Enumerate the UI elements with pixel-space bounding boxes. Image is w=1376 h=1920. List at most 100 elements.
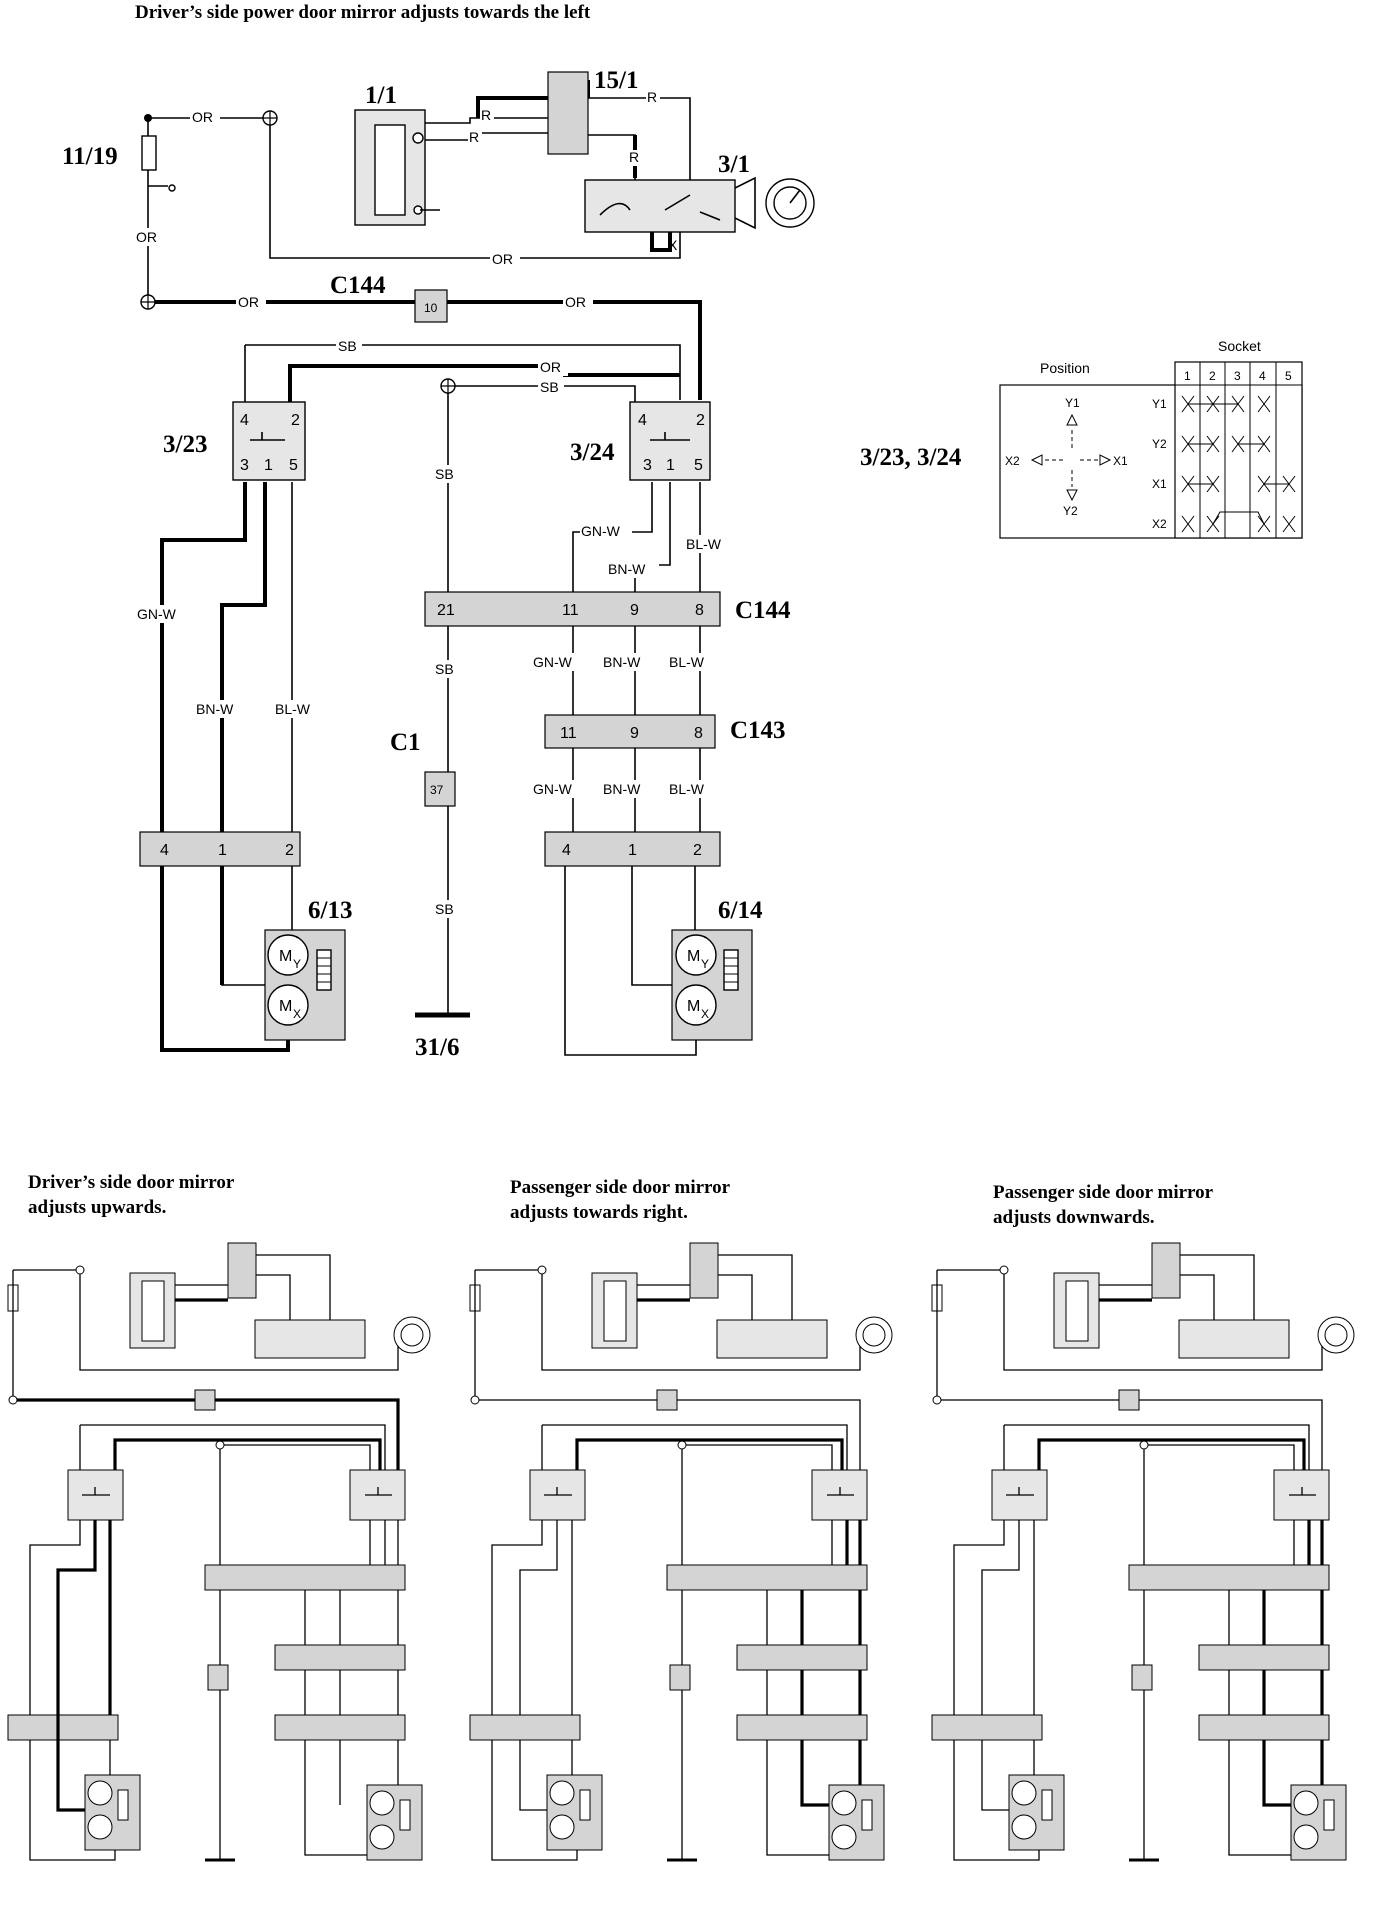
svg-text:21: 21: [437, 602, 455, 619]
svg-text:X: X: [701, 1007, 709, 1021]
thumbnail-diagram-1: [7, 1242, 431, 1862]
svg-text:Passenger side door mirror: Passenger side door mirror: [993, 1182, 1214, 1203]
svg-text:C143: C143: [730, 717, 786, 744]
svg-text:Socket: Socket: [1218, 338, 1261, 354]
switch-3-23: 4 2 3 1 5 3/23: [163, 401, 306, 481]
fuse-11-19: 11/19: [62, 135, 168, 187]
svg-text:X: X: [668, 237, 678, 253]
svg-text:R: R: [469, 129, 479, 145]
thumbnail-diagram-2: [469, 1242, 893, 1862]
thumbnail-1: Driver’s side door mirror adjusts upward…: [28, 1172, 235, 1218]
svg-text:Y: Y: [293, 957, 301, 971]
svg-text:BL-W: BL-W: [686, 536, 722, 552]
mirror-motor-6-14: M Y M X 6/14: [671, 897, 763, 1041]
svg-text:15/1: 15/1: [594, 67, 638, 94]
svg-text:adjusts upwards.: adjusts upwards.: [28, 1197, 166, 1218]
svg-text:1/1: 1/1: [365, 82, 397, 109]
svg-text:SB: SB: [435, 901, 454, 917]
svg-text:M: M: [279, 948, 292, 965]
splice-nodes: [140, 110, 456, 394]
svg-text:37: 37: [430, 783, 444, 797]
svg-text:X1: X1: [1152, 477, 1167, 491]
svg-text:1: 1: [218, 842, 227, 859]
svg-text:3: 3: [643, 457, 652, 474]
svg-text:M: M: [279, 998, 292, 1015]
svg-text:GN-W: GN-W: [581, 523, 621, 539]
svg-text:adjusts downwards.: adjusts downwards.: [993, 1207, 1155, 1228]
svg-text:10: 10: [424, 301, 438, 315]
svg-text:3/24: 3/24: [570, 439, 615, 466]
svg-text:5: 5: [289, 457, 298, 474]
svg-text:SB: SB: [540, 379, 559, 395]
svg-text:9: 9: [630, 602, 639, 619]
svg-text:Y1: Y1: [1152, 397, 1167, 411]
svg-text:3/23: 3/23: [163, 431, 207, 458]
svg-text:2: 2: [1209, 369, 1216, 383]
svg-text:SB: SB: [338, 338, 357, 354]
svg-text:BN-W: BN-W: [603, 654, 641, 670]
svg-text:M: M: [687, 948, 700, 965]
svg-text:C144: C144: [330, 272, 386, 299]
connector-c143: 11 9 8 C143: [544, 714, 786, 749]
mirror-motor-6-13: M Y M X 6/13: [264, 897, 352, 1041]
svg-text:C144: C144: [735, 597, 791, 624]
svg-text:SB: SB: [435, 466, 454, 482]
svg-text:3: 3: [1234, 369, 1241, 383]
connector-c144-top: 10 C144: [330, 272, 448, 323]
svg-text:Position: Position: [1040, 360, 1090, 376]
svg-text:Y2: Y2: [1152, 437, 1167, 451]
svg-text:OR: OR: [492, 251, 513, 267]
svg-text:4: 4: [160, 842, 169, 859]
svg-text:OR: OR: [565, 294, 586, 310]
ignition-relay-1-1: 1/1: [354, 82, 440, 226]
wire-labels: OR OR OR OR OR SB OR SB R R R R X SB SB …: [136, 89, 737, 918]
svg-text:Passenger side door mirror: Passenger side door mirror: [510, 1177, 731, 1198]
thumbnail-3: Passenger side door mirror adjusts downw…: [993, 1182, 1214, 1228]
svg-text:4: 4: [1259, 369, 1266, 383]
svg-text:2: 2: [291, 412, 300, 429]
svg-text:31/6: 31/6: [415, 1034, 459, 1061]
svg-text:OR: OR: [540, 359, 561, 375]
switch-position-legend: 3/23, 3/24 Position Socket 1 2 3 4 5 Y1 …: [860, 338, 1303, 539]
svg-text:GN-W: GN-W: [533, 654, 573, 670]
svg-text:adjusts towards right.: adjusts towards right.: [510, 1202, 688, 1223]
thumbnail-2: Passenger side door mirror adjusts towar…: [510, 1177, 731, 1223]
svg-text:1: 1: [666, 457, 675, 474]
svg-text:R: R: [647, 89, 657, 105]
switch-3-24: 4 2 3 1 5 3/24: [570, 401, 711, 481]
svg-text:9: 9: [630, 725, 639, 742]
svg-text:3/23, 3/24: 3/23, 3/24: [860, 444, 962, 471]
svg-text:5: 5: [1285, 369, 1292, 383]
svg-text:M: M: [687, 998, 700, 1015]
svg-text:C1: C1: [390, 729, 421, 756]
svg-text:4: 4: [638, 412, 647, 429]
svg-text:Driver’s side door mirror: Driver’s side door mirror: [28, 1172, 235, 1193]
svg-text:4: 4: [562, 842, 571, 859]
svg-text:1: 1: [628, 842, 637, 859]
svg-text:X: X: [293, 1007, 301, 1021]
svg-text:OR: OR: [192, 109, 213, 125]
svg-text:2: 2: [693, 842, 702, 859]
svg-text:1: 1: [264, 457, 273, 474]
svg-text:BL-W: BL-W: [669, 654, 705, 670]
svg-text:X2: X2: [1152, 517, 1167, 531]
thumbnail-diagram-3: [931, 1242, 1355, 1862]
svg-text:11: 11: [562, 602, 579, 619]
svg-text:OR: OR: [238, 294, 259, 310]
svg-text:3: 3: [240, 457, 249, 474]
svg-text:BL-W: BL-W: [275, 701, 311, 717]
ground-31-6: 31/6: [415, 1012, 470, 1061]
svg-text:6/13: 6/13: [308, 897, 352, 924]
svg-text:BN-W: BN-W: [608, 561, 646, 577]
svg-text:11/19: 11/19: [62, 143, 118, 170]
svg-text:GN-W: GN-W: [137, 606, 177, 622]
main-title: Driver’s side power door mirror adjusts …: [135, 2, 591, 23]
thumbnail-diagrams: [7, 1242, 1355, 1862]
motor-connector-left: 4 1 2: [139, 831, 301, 867]
svg-text:BN-W: BN-W: [603, 781, 641, 797]
ignition-switch-3-1: 3/1: [584, 151, 815, 233]
svg-text:8: 8: [695, 602, 704, 619]
motor-connector-right: 4 1 2: [544, 831, 721, 867]
svg-text:2: 2: [696, 412, 705, 429]
